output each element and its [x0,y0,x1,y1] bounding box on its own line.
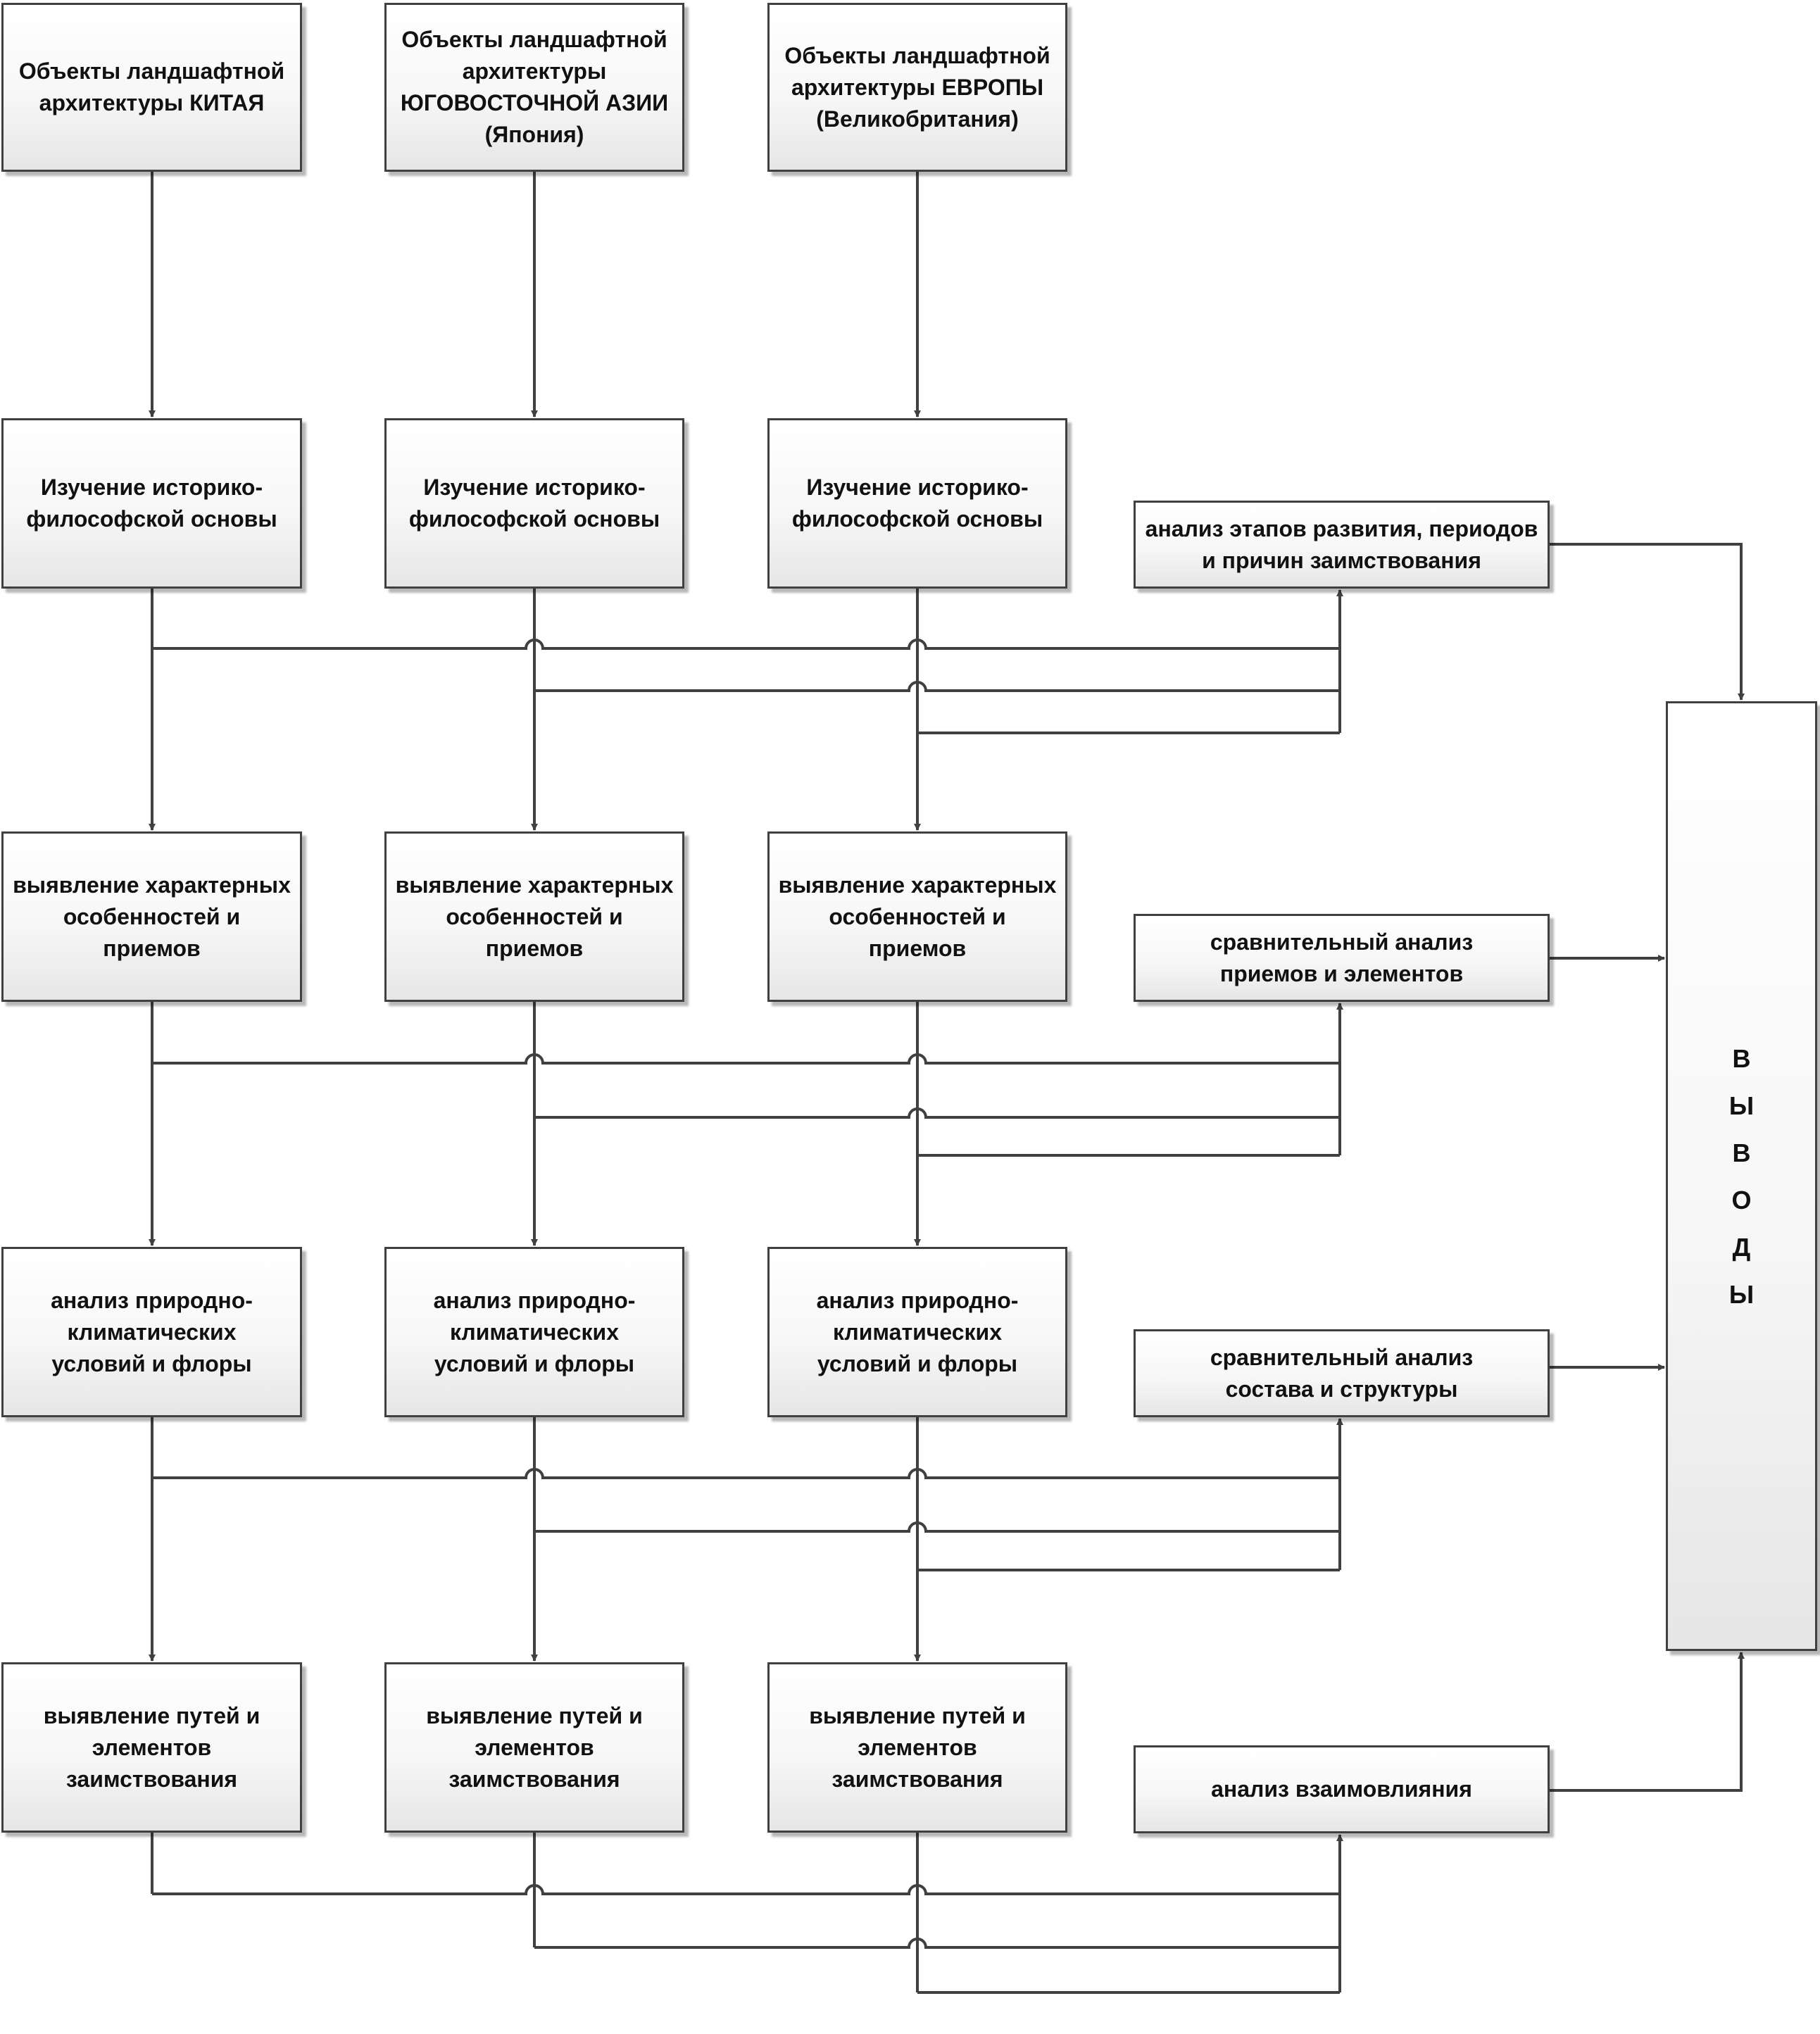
object-box-europe: Объекты ландшафтной архитектуры ЕВРОПЫ (… [767,3,1067,172]
connector-branch-2-1 [534,1521,1340,1533]
step-history-philosophy-europe: Изучение историко- философской основы [767,418,1067,589]
step-climate-flora-china: анализ природно- климатических условий и… [1,1247,302,1417]
connector-branch-1-1 [534,1107,1340,1119]
step-climate-flora-southeast-asia: анализ природно- климатических условий и… [384,1247,684,1417]
connector-branch-2-0 [152,1468,1340,1479]
step-features-techniques-southeast-asia: выявление характерных особенностей и при… [384,831,684,1002]
connector-branch-3-1 [534,1938,1340,1949]
analysis-techniques-elements: сравнительный анализ приемов и элементов [1134,914,1550,1002]
object-box-southeast-asia: Объекты ландшафтной архитектуры ЮГОВОСТО… [384,3,684,172]
step-history-philosophy-china: Изучение историко- философской основы [1,418,302,589]
connector-branch-1-0 [152,1053,1340,1065]
analysis-mutual-influence: анализ взаимовлияния [1134,1745,1550,1833]
connector-branch-0-1 [534,681,1340,692]
step-borrowing-paths-southeast-asia: выявление путей и элементов заимствовани… [384,1662,684,1833]
connector-analysis-3-to-conclusions [1550,1652,1745,1792]
connector-branch-0-0 [152,639,1340,650]
analysis-development-stages: анализ этапов развития, периодов и причи… [1134,501,1550,589]
step-borrowing-paths-europe: выявление путей и элементов заимствовани… [767,1662,1067,1833]
step-climate-flora-europe: анализ природно- климатических условий и… [767,1247,1067,1417]
connector-branch-3-0 [152,1884,1340,1895]
step-borrowing-paths-china: выявление путей и элементов заимствовани… [1,1662,302,1833]
conclusions-box: В Ы В О Д Ы [1666,701,1817,1651]
step-features-techniques-china: выявление характерных особенностей и при… [1,831,302,1002]
analysis-composition-structure: сравнительный анализ состава и структуры [1134,1329,1550,1417]
connector-analysis-0-to-conclusions [1550,543,1745,701]
object-box-china: Объекты ландшафтной архитектуры КИТАЯ [1,3,302,172]
step-features-techniques-europe: выявление характерных особенностей и при… [767,831,1067,1002]
step-history-philosophy-southeast-asia: Изучение историко- философской основы [384,418,684,589]
